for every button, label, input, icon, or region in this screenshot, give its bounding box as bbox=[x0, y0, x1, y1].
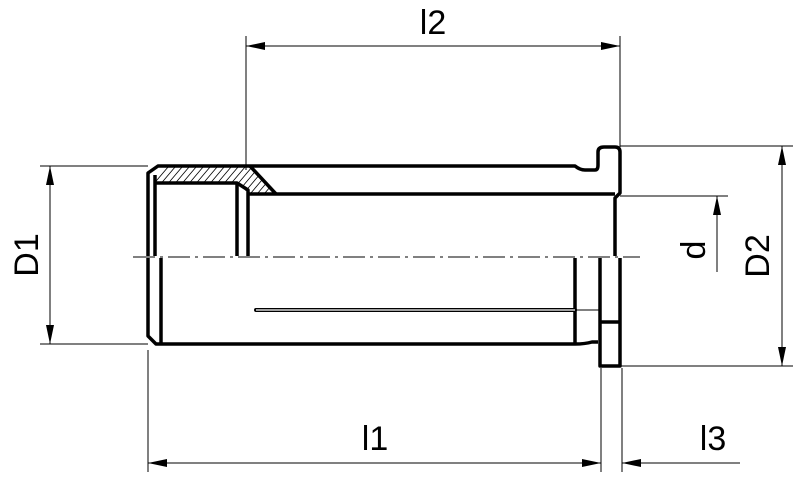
dimension-l3: l3 bbox=[622, 420, 740, 467]
dimension-l1: l1 bbox=[148, 420, 601, 467]
hatch-line bbox=[160, 167, 196, 193]
dimension-label-D2: D2 bbox=[739, 234, 777, 277]
hatch-line bbox=[188, 167, 224, 193]
dimension-l2: l2 bbox=[246, 4, 620, 50]
hatch-line bbox=[230, 167, 266, 193]
hatch-line bbox=[167, 167, 203, 193]
hatch-line bbox=[174, 167, 210, 193]
hatch-line bbox=[155, 167, 182, 193]
dimension-label-D1: D1 bbox=[8, 233, 46, 276]
hatch-line bbox=[209, 167, 245, 193]
part-outline bbox=[146, 145, 622, 368]
dimension-d: d bbox=[675, 196, 721, 272]
hatch-line bbox=[155, 167, 189, 193]
dimension-D1: D1 bbox=[8, 166, 54, 344]
dimension-D2: D2 bbox=[739, 146, 786, 366]
extension-lines bbox=[40, 36, 793, 472]
hatch-line bbox=[223, 167, 259, 193]
dimension-label-l3: l3 bbox=[700, 420, 726, 458]
hatch-line bbox=[181, 167, 217, 193]
dimension-label-l1: l1 bbox=[362, 420, 388, 458]
dimension-label-d: d bbox=[675, 241, 713, 260]
hatch-line bbox=[155, 167, 175, 193]
dimension-label-l2: l2 bbox=[420, 4, 446, 42]
hatch-line bbox=[195, 167, 231, 193]
hatch-line bbox=[202, 167, 238, 193]
hatch-line bbox=[216, 167, 252, 193]
hatch-line bbox=[237, 167, 273, 193]
